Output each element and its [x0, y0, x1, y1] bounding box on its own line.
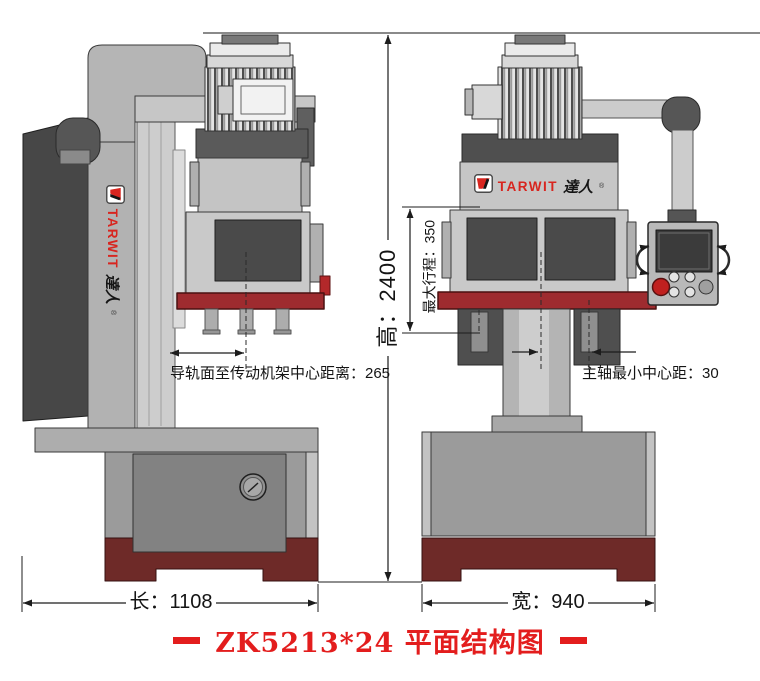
dim-height-label: 高：2400: [374, 248, 400, 348]
motor-junction-box: [232, 78, 294, 122]
right-machine-front-view: [421, 34, 731, 582]
base-foot-front: [421, 537, 656, 582]
base-front-panel: [132, 453, 287, 553]
pendant-knob: [698, 279, 714, 295]
guide-rails: [136, 119, 176, 429]
dimension-lines: [21, 35, 656, 612]
slide-strip: [172, 149, 186, 329]
left-machine-side-view: [22, 34, 331, 582]
registered-mark: ®: [599, 182, 605, 190]
pendant-arm-vertical: [671, 129, 694, 213]
dim-width-label: 宽：940: [511, 591, 585, 613]
column-pedestal: [491, 415, 583, 434]
tarwit-logo-vertical: TARWIT 達人 ®: [101, 159, 125, 341]
spindle-motor: [195, 34, 309, 159]
pendant-screen: [655, 229, 713, 273]
emergency-stop-button: [651, 277, 671, 297]
tarwit-logo-icon: [473, 174, 493, 198]
tarwit-logo-icon: [101, 184, 125, 204]
worktable: [176, 292, 325, 310]
dim-max-travel-label: 最大行程：350: [421, 220, 438, 314]
registered-mark: ®: [109, 310, 117, 316]
pendant-button: [668, 286, 680, 298]
title-block: ZK5213*24 平面结构图: [0, 621, 760, 660]
tarwit-logo-horizontal: TARWIT 達人 ®: [464, 174, 614, 198]
brand-name: TARWIT: [497, 178, 559, 194]
pendant-button: [684, 271, 696, 283]
pendant-handle-right: [716, 244, 731, 276]
red-knob: [319, 275, 331, 296]
brand-suffix: 達人: [563, 178, 594, 196]
dim-spindle-min-center-label: 主轴最小中心距：30: [582, 365, 719, 382]
base-body-front: [421, 431, 656, 537]
pendant-button: [684, 286, 696, 298]
column: [87, 131, 136, 429]
spindle-motor-front: [464, 34, 583, 140]
dim-length-label: 长：1108: [129, 591, 213, 613]
gearbox: [197, 157, 303, 215]
head-window-right: [544, 217, 616, 281]
pendant-button: [668, 271, 680, 283]
brand-name: TARWIT: [105, 208, 121, 270]
dim-rail-to-frame-label: 导轨面至传动机架中心距离：265: [170, 365, 391, 382]
worktable-front: [437, 291, 657, 310]
title-dash-right: [559, 637, 587, 644]
head-window: [214, 219, 302, 282]
head-window-left: [466, 217, 538, 281]
brand-suffix: 達人: [103, 274, 121, 305]
base-flange: [34, 427, 319, 453]
spindle-bits: [202, 308, 292, 335]
title-dash-left: [173, 637, 201, 644]
page-title: ZK5213*24 平面结构图: [215, 628, 545, 659]
pendant-arm-elbow: [661, 96, 701, 134]
top-arm: [87, 44, 207, 143]
pressure-gauge: [239, 473, 267, 501]
control-pendant: [635, 221, 731, 306]
pendant-handle-left: [635, 244, 650, 276]
